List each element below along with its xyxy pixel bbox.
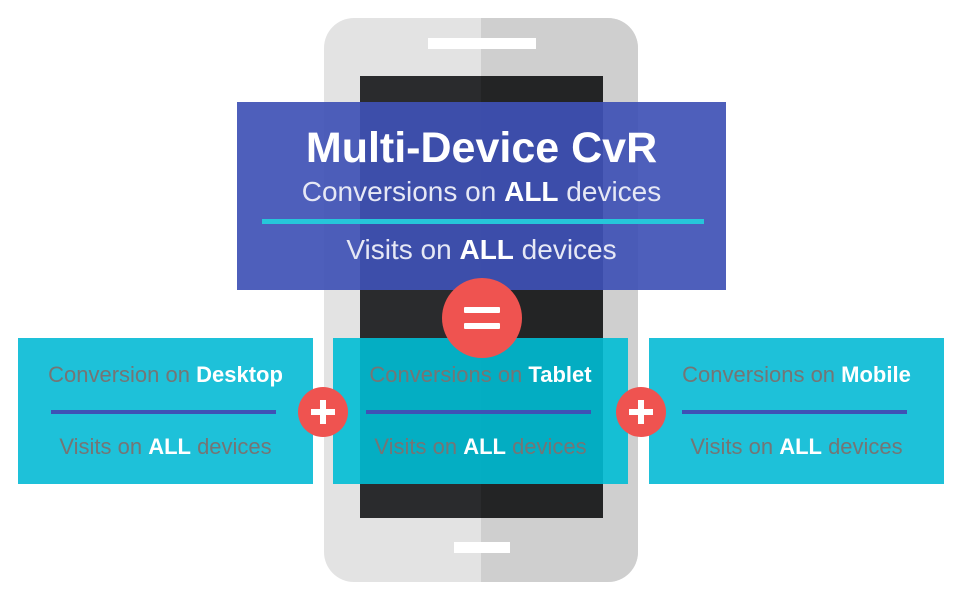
- tablet-denominator-prefix: Visits on: [374, 434, 464, 459]
- mobile-numerator-prefix: Conversions on: [682, 362, 842, 387]
- tablet-denominator-suffix: devices: [505, 434, 587, 459]
- mobile-denominator: Visits on ALL devices: [649, 432, 944, 462]
- tablet-fraction-box: Conversions on Tablet Visits on ALL devi…: [333, 338, 628, 484]
- formula-numerator-prefix: Conversions on: [301, 176, 505, 207]
- mobile-fraction-bar: [682, 410, 907, 414]
- mobile-denominator-suffix: devices: [821, 434, 903, 459]
- plus-icon-vertical: [320, 400, 326, 424]
- equals-icon: [442, 278, 522, 358]
- desktop-denominator-suffix: devices: [190, 434, 272, 459]
- mobile-numerator: Conversions on Mobile: [649, 360, 944, 390]
- desktop-fraction-box: Conversion on Desktop Visits on ALL devi…: [18, 338, 313, 484]
- tablet-denominator-emphasis: ALL: [463, 434, 506, 459]
- desktop-denominator-prefix: Visits on: [59, 434, 149, 459]
- tablet-fraction-bar: [366, 410, 591, 414]
- plus-icon: [616, 387, 666, 437]
- tablet-numerator-prefix: Conversions on: [369, 362, 529, 387]
- equals-icon-bottom-bar: [464, 323, 500, 329]
- formula-title: Multi-Device CvR: [305, 124, 658, 172]
- phone-speaker: [428, 38, 536, 49]
- mobile-denominator-prefix: Visits on: [690, 434, 780, 459]
- mobile-denominator-emphasis: ALL: [779, 434, 822, 459]
- formula-fraction-bar: [262, 219, 704, 224]
- mobile-numerator-emphasis: Mobile: [841, 362, 911, 387]
- formula-denominator-emphasis: ALL: [459, 234, 514, 265]
- desktop-numerator-emphasis: Desktop: [196, 362, 283, 387]
- phone-home-button: [454, 542, 510, 553]
- tablet-numerator-emphasis: Tablet: [528, 362, 592, 387]
- formula-numerator: Conversions on ALL devices: [237, 174, 726, 210]
- tablet-denominator: Visits on ALL devices: [333, 432, 628, 462]
- plus-icon-vertical: [638, 400, 644, 424]
- desktop-numerator-prefix: Conversion on: [48, 362, 197, 387]
- formula-numerator-suffix: devices: [558, 176, 662, 207]
- tablet-numerator: Conversions on Tablet: [333, 360, 628, 390]
- formula-numerator-emphasis: ALL: [504, 176, 559, 207]
- formula-denominator-prefix: Visits on: [346, 234, 460, 265]
- multi-device-cvr-formula: Multi-Device CvR Conversions on ALL devi…: [237, 102, 726, 290]
- equals-icon-top-bar: [464, 307, 500, 313]
- plus-icon: [298, 387, 348, 437]
- formula-denominator: Visits on ALL devices: [237, 232, 726, 268]
- mobile-fraction-box: Conversions on Mobile Visits on ALL devi…: [649, 338, 944, 484]
- desktop-denominator: Visits on ALL devices: [18, 432, 313, 462]
- desktop-denominator-emphasis: ALL: [148, 434, 191, 459]
- formula-denominator-suffix: devices: [513, 234, 617, 265]
- desktop-fraction-bar: [51, 410, 276, 414]
- desktop-numerator: Conversion on Desktop: [18, 360, 313, 390]
